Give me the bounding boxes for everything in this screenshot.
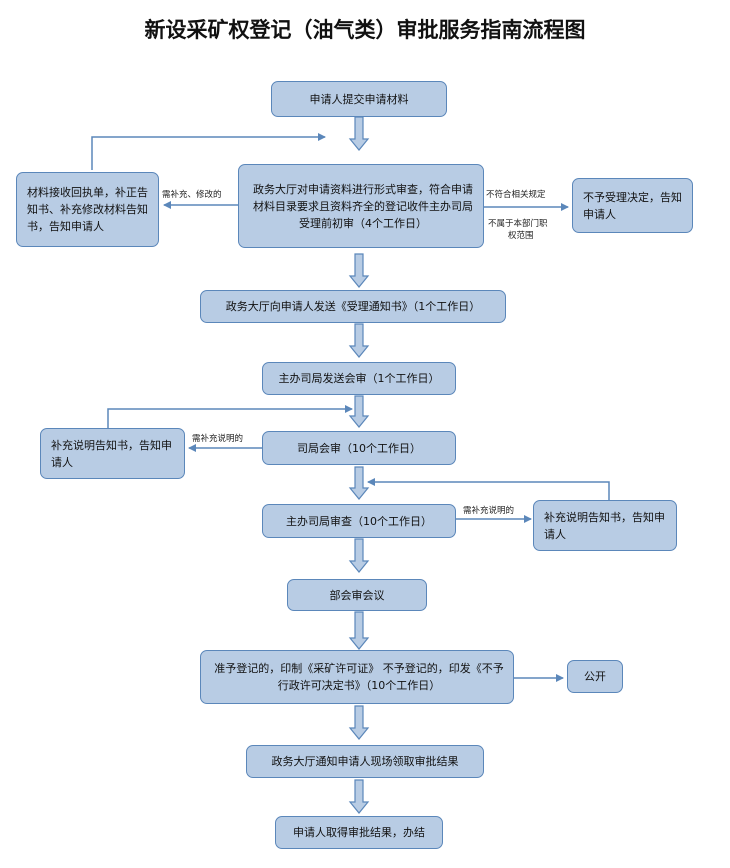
node-publicity-label: 公开 <box>584 670 606 683</box>
node-not-accept-label: 不予受理决定，告知申请人 <box>583 190 682 221</box>
node-not-accept: 不予受理决定，告知申请人 <box>572 178 693 233</box>
edge-label-out-of-scope-2: 权范围 <box>508 231 534 241</box>
edge-label-non-compliant: 不符合相关规定 <box>486 190 546 200</box>
node-decision-label: 准予登记的，印制《采矿许可证》 不予登记的，印发《不予行政许可决定书》（10个工… <box>214 662 504 692</box>
page-title: 新设采矿权登记（油气类）审批服务指南流程图 <box>144 17 586 42</box>
loop-back-arrow-left <box>107 405 353 428</box>
node-acceptance-notice: 政务大厅向申请人发送《受理通知书》（1个工作日） <box>200 290 506 323</box>
node-publicity: 公开 <box>567 660 623 693</box>
node-notify: 政务大厅通知申请人现场领取审批结果 <box>246 745 484 778</box>
node-supplement-left: 补充说明告知书，告知申请人 <box>40 428 185 479</box>
down-arrow-7 <box>348 611 370 650</box>
down-arrow-9 <box>348 779 370 814</box>
down-arrow-8 <box>348 705 370 740</box>
edge-label-need-explain-right: 需补充说明的 <box>463 506 515 516</box>
node-material-receipt-label: 材料接收回执单，补正告知书、补充修改材料告知书，告知申请人 <box>27 186 148 233</box>
node-finish-label: 申请人取得审批结果，办结 <box>293 826 425 839</box>
node-joint-review-label: 司局会审（10个工作日） <box>297 441 421 455</box>
node-ministry-meeting: 部会审会议 <box>287 579 427 611</box>
down-arrow-4 <box>348 395 370 428</box>
down-arrow-5 <box>348 466 370 500</box>
edge-label-out-of-scope-1: 不属于本部门职 <box>488 219 548 229</box>
node-form-review: 政务大厅对申请资料进行形式审查，符合申请材料目录要求且资料齐全的登记收件主办司局… <box>238 164 484 248</box>
edge-label-need-supplement-modify: 需补充、修改的 <box>162 190 222 200</box>
down-arrow-2 <box>348 253 370 288</box>
node-material-receipt: 材料接收回执单，补正告知书、补充修改材料告知书，告知申请人 <box>16 172 159 247</box>
down-arrow-3 <box>348 323 370 358</box>
node-acceptance-notice-label: 政务大厅向申请人发送《受理通知书》（1个工作日） <box>225 300 481 313</box>
edge-label-need-explain-left: 需补充说明的 <box>192 434 244 444</box>
node-lead-review: 主办司局审查（10个工作日） <box>262 504 456 538</box>
node-notify-label: 政务大厅通知申请人现场领取审批结果 <box>271 755 459 768</box>
node-send-joint-review: 主办司局发送会审（1个工作日） <box>262 362 456 395</box>
down-arrow-6 <box>348 538 370 573</box>
loop-back-arrow-top <box>91 133 326 170</box>
down-arrow-1 <box>348 116 370 151</box>
loop-back-arrow-right <box>367 478 610 500</box>
node-supplement-right: 补充说明告知书，告知申请人 <box>533 500 677 551</box>
node-send-joint-review-label: 主办司局发送会审（1个工作日） <box>278 372 440 385</box>
node-submit: 申请人提交申请材料 <box>271 81 447 117</box>
node-supplement-right-label: 补充说明告知书，告知申请人 <box>544 510 665 541</box>
node-form-review-label: 政务大厅对申请资料进行形式审查，符合申请材料目录要求且资料齐全的登记收件主办司局… <box>253 182 473 230</box>
node-lead-review-label: 主办司局审查（10个工作日） <box>286 514 432 528</box>
node-finish: 申请人取得审批结果，办结 <box>275 816 443 849</box>
node-joint-review: 司局会审（10个工作日） <box>262 431 456 465</box>
node-supplement-left-label: 补充说明告知书，告知申请人 <box>51 438 172 469</box>
node-ministry-meeting-label: 部会审会议 <box>329 588 385 602</box>
node-decision: 准予登记的，印制《采矿许可证》 不予登记的，印发《不予行政许可决定书》（10个工… <box>200 650 514 704</box>
node-submit-label: 申请人提交申请材料 <box>309 92 409 106</box>
